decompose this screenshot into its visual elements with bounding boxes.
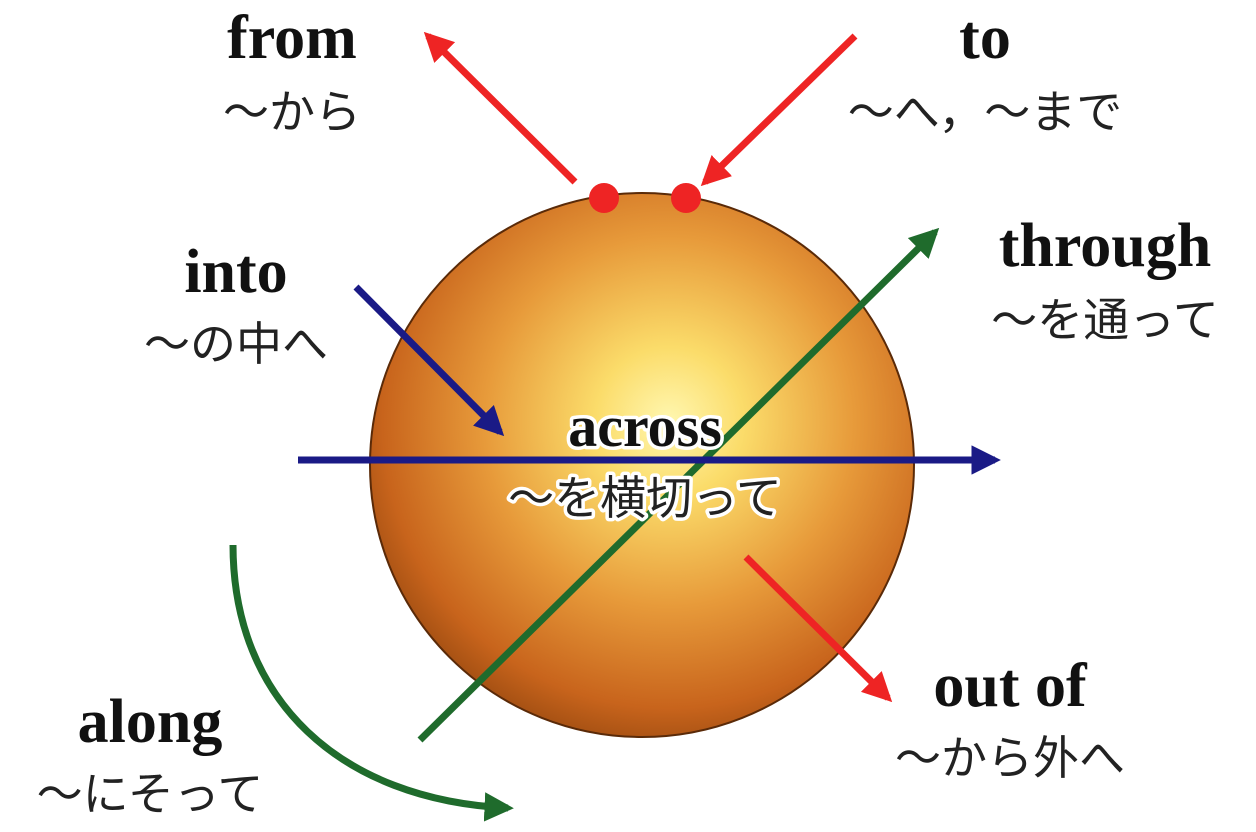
label-from-en: from xyxy=(227,4,357,72)
to-arrow xyxy=(700,33,858,187)
label-to-en: to xyxy=(959,4,1011,72)
label-into-jp: ～の中へ xyxy=(144,317,328,371)
out-of-arrow xyxy=(743,554,893,703)
label-across-en: across xyxy=(568,394,722,459)
label-through-jp: ～を通って xyxy=(991,293,1219,347)
sphere xyxy=(369,192,915,738)
from-start-dot xyxy=(589,183,619,213)
label-along-jp: ～にそって xyxy=(37,767,264,821)
label-from-jp: ～から xyxy=(223,85,361,139)
label-out-of-jp: ～から外へ xyxy=(895,731,1125,785)
through-arrow xyxy=(417,227,940,743)
label-along-en: along xyxy=(78,688,223,756)
label-across-jp: ～を横切って xyxy=(508,471,782,525)
label-out-of-en: out of xyxy=(933,652,1088,720)
label-into-en: into xyxy=(184,238,287,306)
to-end-dot xyxy=(671,183,701,213)
along-arrow xyxy=(229,544,514,822)
from-arrow xyxy=(423,31,578,185)
label-to-jp: ～へ，～まで xyxy=(848,85,1123,139)
into-arrow xyxy=(353,284,505,437)
label-through-en: through xyxy=(999,212,1212,280)
